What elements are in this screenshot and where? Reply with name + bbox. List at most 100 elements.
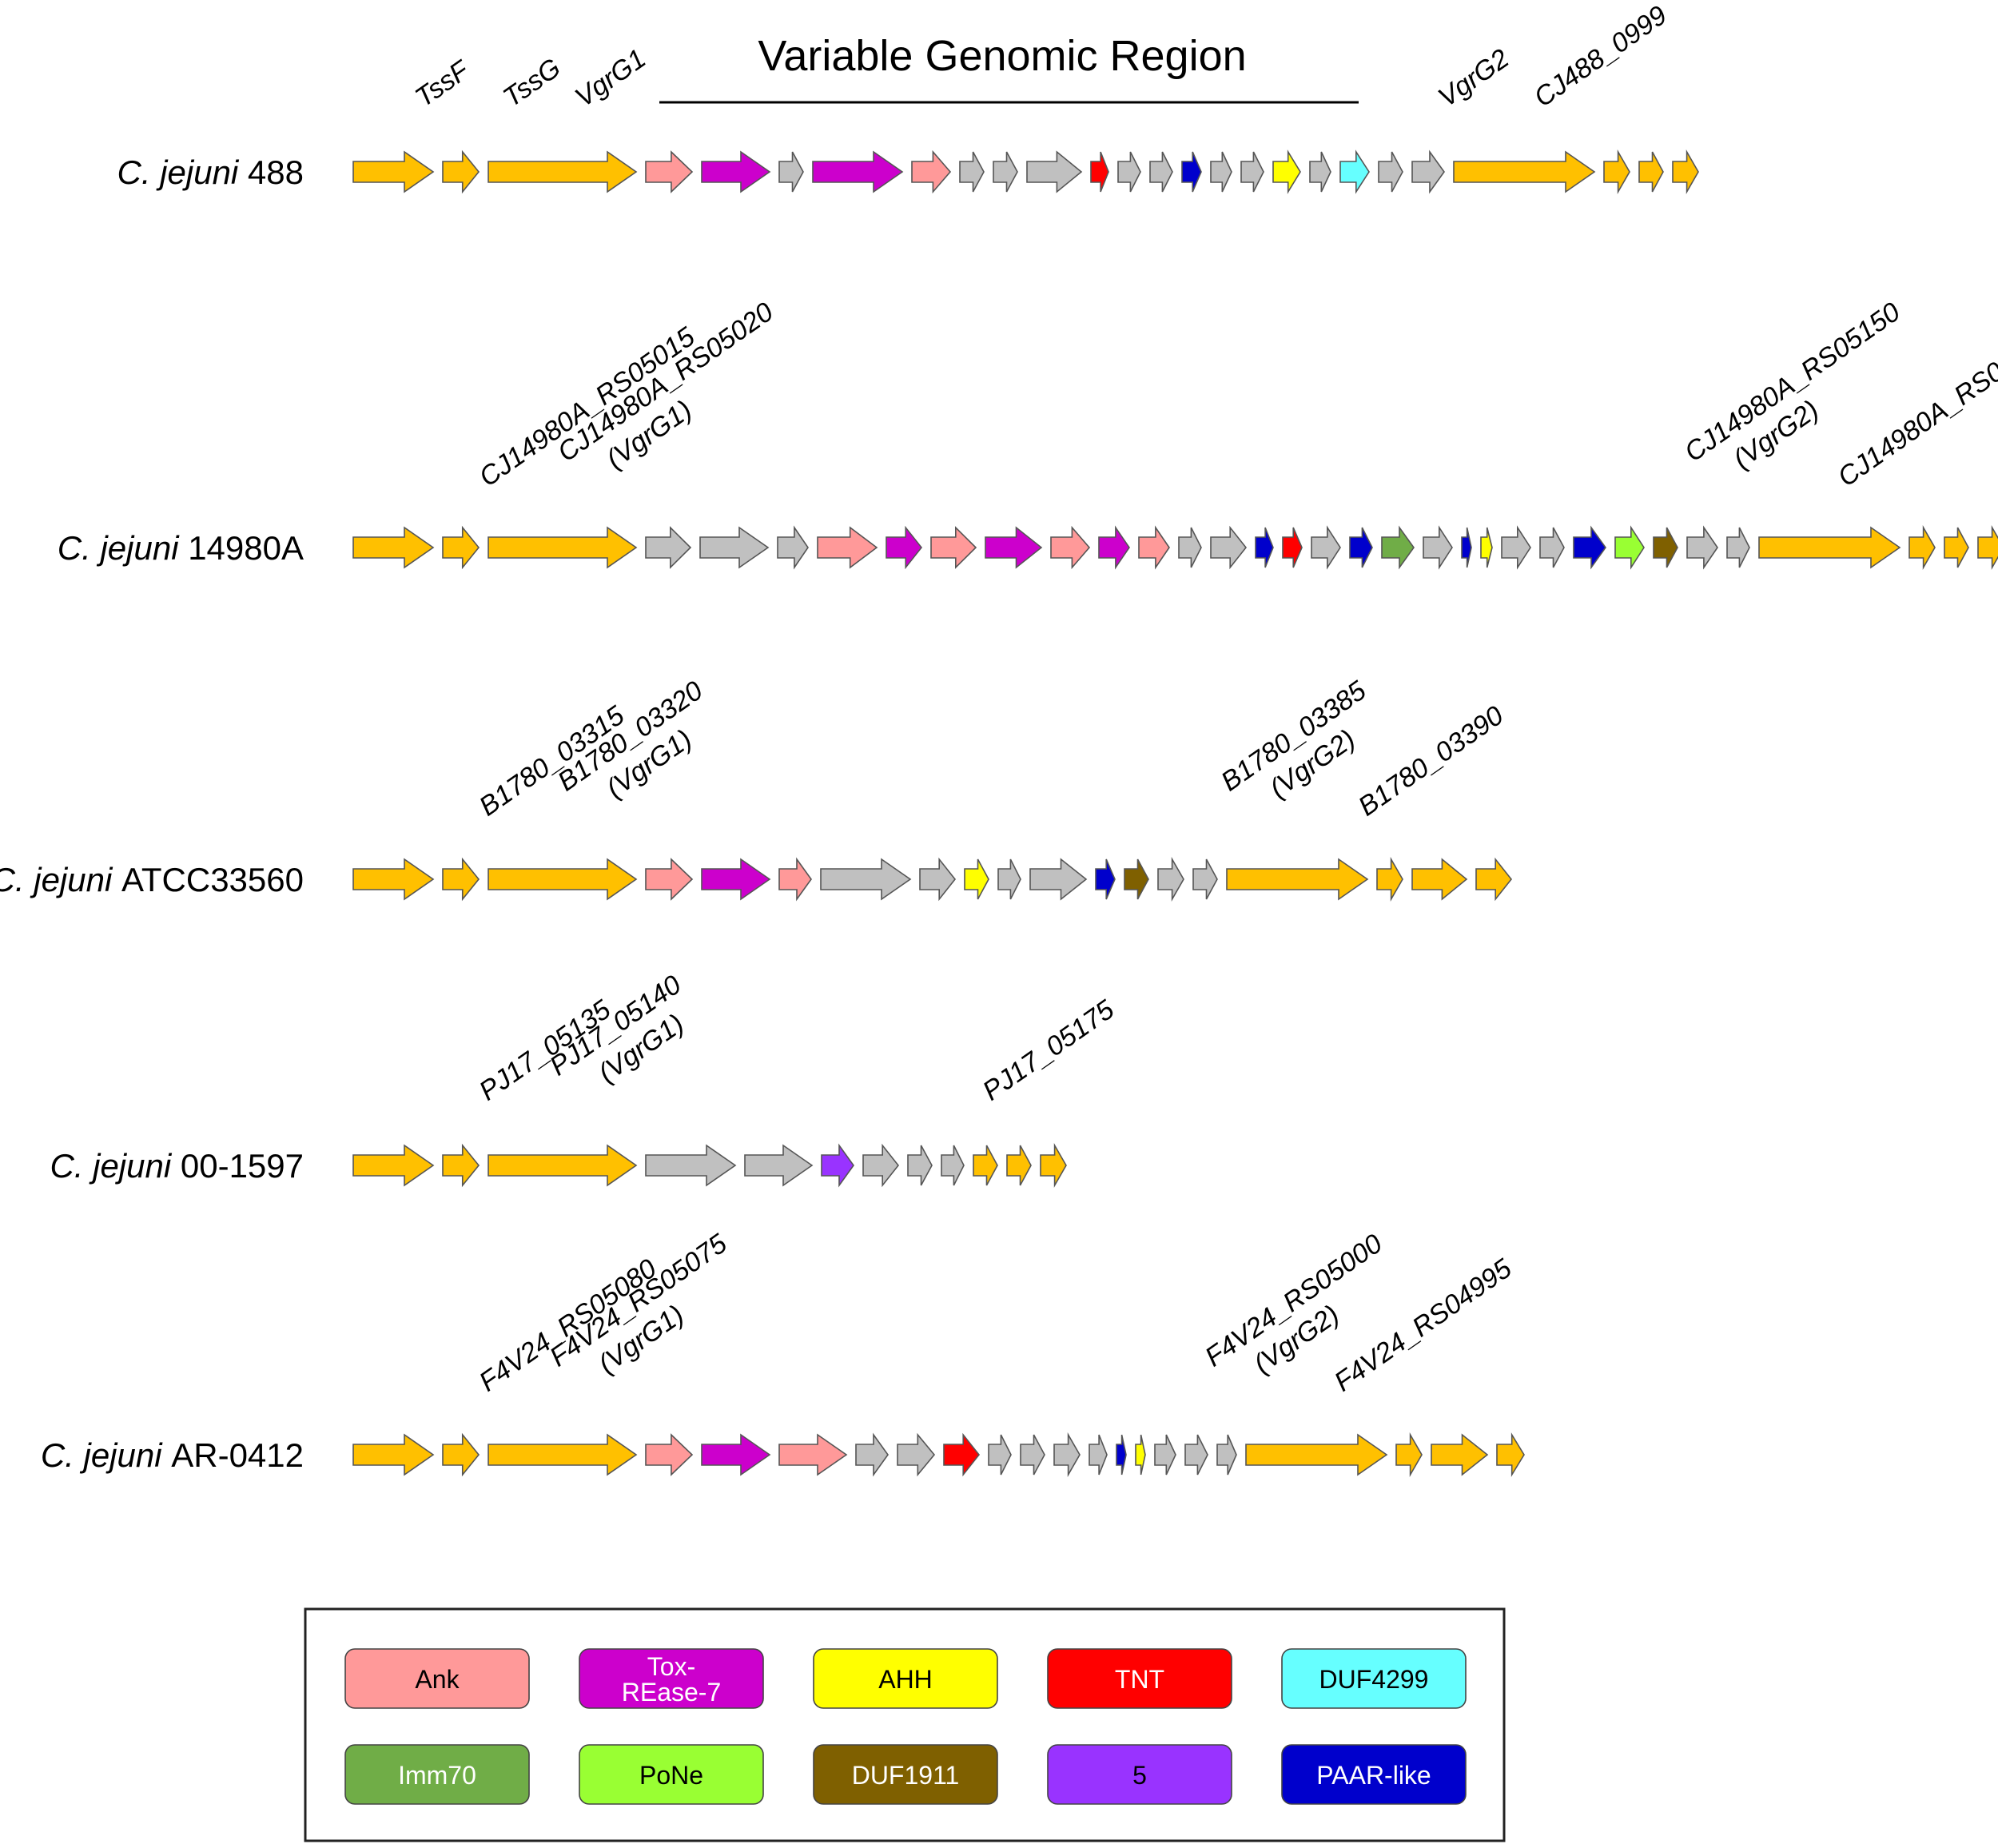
gene-arrow-gray xyxy=(777,525,809,570)
gene-arrow-ahh xyxy=(1480,527,1493,568)
gene-arrow-gray xyxy=(1539,527,1565,568)
gene-arrow-core xyxy=(352,1433,435,1476)
legend-item: 5 xyxy=(1047,1744,1232,1805)
legend-swatch xyxy=(1047,1648,1232,1709)
legend-label: DUF4299 xyxy=(1319,1665,1429,1694)
gene-arrow-gray xyxy=(1311,525,1341,570)
legend-swatch xyxy=(344,1744,530,1805)
gene-arrow-gray xyxy=(645,526,692,569)
gene-arrow-gray xyxy=(1178,527,1202,568)
gene-arrow-tnt xyxy=(943,1432,981,1477)
gene-arrow-5 xyxy=(821,1143,854,1188)
legend-swatch xyxy=(579,1648,764,1709)
gene-arrow-ank xyxy=(645,858,694,901)
legend-swatch xyxy=(813,1744,998,1805)
gene-arrow-gray xyxy=(988,1434,1012,1476)
legend-frame xyxy=(304,1607,1506,1842)
gene-arrow-gray xyxy=(907,1145,933,1186)
organism-genus: C. jejuni xyxy=(50,1147,180,1185)
legend-swatch xyxy=(579,1744,764,1805)
gene-arrow-core xyxy=(442,525,480,570)
gene-arrow-ahh xyxy=(1272,149,1301,194)
organism-track: C. jejuni 14980ACJ14980A_RS05015CJ14980A… xyxy=(58,297,1998,570)
gene-arrow-gray xyxy=(1026,150,1083,193)
gene-arrow-paar-like xyxy=(1116,1434,1127,1476)
gene-arrow-gray xyxy=(1210,151,1232,193)
organism-strain: AR-0412 xyxy=(171,1436,304,1474)
gene-arrow-ank xyxy=(911,149,952,194)
gene-arrow-tox-rease-7 xyxy=(701,1433,771,1476)
legend-swatch xyxy=(344,1648,530,1709)
gene-arrow-core xyxy=(973,1145,998,1186)
gene-arrow-core xyxy=(442,1432,480,1477)
gene-arrow-core xyxy=(488,526,638,569)
gene-arrow-gray xyxy=(941,1145,965,1186)
gene-arrow-gray xyxy=(1423,525,1453,570)
legend-label: AHH xyxy=(878,1665,933,1694)
gene-arrow-gray xyxy=(820,858,912,901)
gene-arrow-gray xyxy=(1184,1434,1208,1476)
gene-arrow-paar-like xyxy=(1095,858,1116,900)
legend-swatch xyxy=(1281,1648,1467,1709)
gene-arrow-gray xyxy=(1240,151,1264,193)
gene-arrow-gray xyxy=(1157,857,1184,902)
gene-arrow-core xyxy=(1496,1432,1525,1477)
gene-name-label: B1780_03390 xyxy=(1353,700,1509,822)
gene-arrow-tox-rease-7 xyxy=(701,858,771,901)
gene-arrow-imm70 xyxy=(1381,525,1415,570)
gene-arrow-core xyxy=(352,526,435,569)
organism-track: C. jejuni 00-1597PJ17_05135PJ17_05140(Vg… xyxy=(50,970,1120,1188)
organism-label: C. jejuni ATCC33560 xyxy=(0,861,304,898)
organism-label: C. jejuni 488 xyxy=(117,153,304,191)
region-header: Variable Genomic Region xyxy=(659,32,1359,104)
gene-arrow-core xyxy=(488,1144,638,1187)
gene-arrow-gray xyxy=(645,1144,737,1187)
gene-name-label: F4V24_RS04995 xyxy=(1329,1253,1518,1398)
gene-arrow-gray xyxy=(897,1432,936,1477)
gene-name-label: PJ17_05140(VgrG1) xyxy=(544,970,706,1109)
region-title: Variable Genomic Region xyxy=(758,32,1246,80)
gene-name-label: CJ488_0999 xyxy=(1529,0,1673,114)
legend-label: 5 xyxy=(1132,1761,1147,1790)
gene-arrow-duf4299 xyxy=(1339,149,1370,194)
gene-arrow-ahh xyxy=(964,858,989,900)
legend-item: Ank xyxy=(344,1648,530,1709)
gene-arrow-core xyxy=(1475,857,1513,902)
gene-arrow-core xyxy=(1006,1145,1032,1186)
gene-arrow-ank xyxy=(778,1433,848,1476)
gene-arrow-gray xyxy=(778,151,804,193)
gene-arrow-core xyxy=(1226,858,1369,901)
legend-swatch xyxy=(1281,1744,1467,1805)
gene-arrow-duf1911 xyxy=(1124,858,1149,900)
gene-name-label: TssG xyxy=(498,53,567,114)
legend-swatch xyxy=(1047,1744,1232,1805)
gene-name-label: VgrG2 xyxy=(1433,43,1514,114)
gene-arrow-core xyxy=(1758,526,1901,569)
gene-arrow-ank xyxy=(817,526,878,569)
gene-name-label: TssF xyxy=(410,54,476,114)
gene-name-label: VgrG1 xyxy=(570,43,651,113)
gene-arrow-gray xyxy=(1089,1434,1108,1476)
gene-arrow-ank xyxy=(1138,525,1170,570)
gene-arrow-core xyxy=(352,1144,435,1187)
gene-arrow-paar-like xyxy=(1573,525,1606,570)
gene-arrow-core xyxy=(1431,1433,1489,1476)
gene-arrow-tox-rease-7 xyxy=(812,150,904,193)
gene-arrow-gray xyxy=(1726,527,1750,568)
organism-label: C. jejuni 14980A xyxy=(58,529,304,567)
gene-arrow-gray xyxy=(1020,1434,1045,1476)
organism-track: C. jejuni AR-0412F4V24_RS05080F4V24_RS05… xyxy=(41,1229,1525,1477)
gene-arrow-tnt xyxy=(1282,527,1303,568)
gene-arrow-gray xyxy=(1501,525,1531,570)
gene-arrow-core xyxy=(1395,1432,1423,1477)
gene-arrow-ank xyxy=(778,857,812,902)
gene-arrow-paar-like xyxy=(1255,527,1274,568)
legend-swatch xyxy=(813,1648,998,1709)
gene-arrow-core xyxy=(488,858,638,901)
gene-arrow-core xyxy=(1603,149,1630,194)
gene-arrow-core xyxy=(1245,1433,1388,1476)
legend-item: Tox-REase-7 xyxy=(579,1648,764,1709)
legend-label: Ank xyxy=(415,1665,460,1694)
